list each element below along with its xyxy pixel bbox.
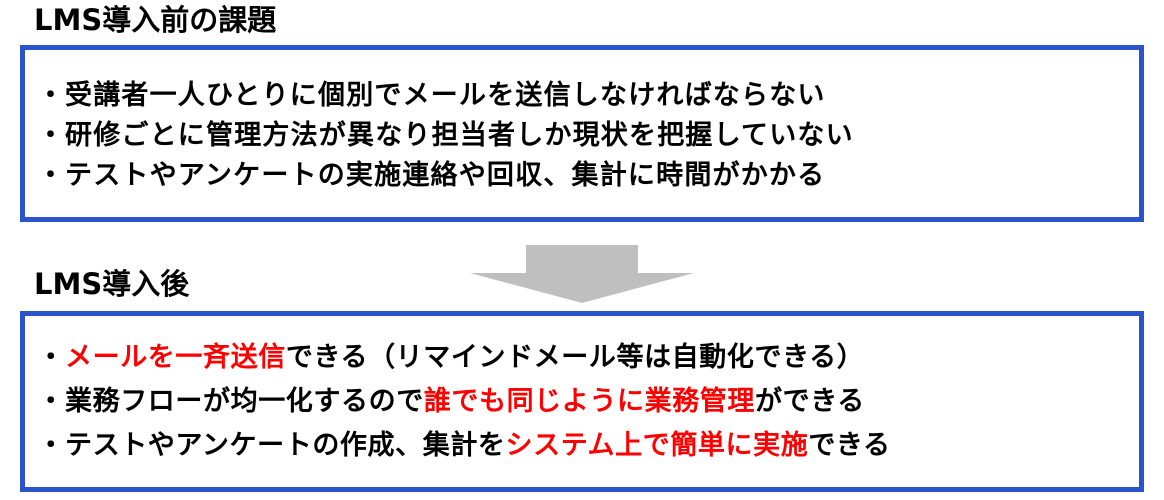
bullet-icon: ・ bbox=[37, 160, 66, 191]
down-arrow-icon bbox=[470, 245, 694, 303]
issues-list: ・受講者一人ひとりに個別でメールを送信しなければならない ・研修ごとに管理方法が… bbox=[37, 76, 854, 196]
item-text: 受講者一人ひとりに個別でメールを送信しなければならない bbox=[65, 80, 826, 111]
item-text-highlight: 誰でも同じように業務管理 bbox=[423, 386, 756, 417]
list-item: ・メールを一斉送信できる（リマインドメール等は自動化できる） bbox=[37, 336, 891, 380]
list-item: ・受講者一人ひとりに個別でメールを送信しなければならない bbox=[37, 76, 854, 116]
item-text-post: ができる bbox=[755, 386, 865, 417]
section-title-after: LMS導入後 bbox=[34, 267, 190, 301]
item-text-pre: テストやアンケートの作成、集計を bbox=[65, 430, 506, 461]
bullet-icon: ・ bbox=[37, 120, 66, 151]
item-text-pre: 業務フローが均一化するので bbox=[65, 386, 424, 417]
item-text-post: できる（リマインドメール等は自動化できる） bbox=[285, 342, 865, 373]
item-text-highlight: メールを一斉送信 bbox=[65, 342, 286, 373]
item-text: テストやアンケートの実施連絡や回収、集計に時間がかかる bbox=[65, 160, 826, 191]
item-text: 研修ごとに管理方法が異なり担当者しか現状を把握していない bbox=[65, 120, 854, 151]
bullet-icon: ・ bbox=[37, 386, 65, 417]
bullet-icon: ・ bbox=[37, 80, 66, 111]
bullet-icon: ・ bbox=[37, 342, 65, 373]
bullet-icon: ・ bbox=[37, 430, 65, 461]
section-title-before: LMS導入前の課題 bbox=[34, 3, 277, 37]
benefits-box: ・メールを一斉送信できる（リマインドメール等は自動化できる） ・業務フローが均一… bbox=[20, 311, 1144, 492]
issues-box: ・受講者一人ひとりに個別でメールを送信しなければならない ・研修ごとに管理方法が… bbox=[20, 45, 1144, 222]
benefits-list: ・メールを一斉送信できる（リマインドメール等は自動化できる） ・業務フローが均一… bbox=[37, 336, 891, 468]
list-item: ・テストやアンケートの作成、集計をシステム上で簡単に実施できる bbox=[37, 424, 891, 468]
item-text-highlight: システム上で簡単に実施 bbox=[505, 430, 809, 461]
item-text-post: できる bbox=[808, 430, 891, 461]
list-item: ・研修ごとに管理方法が異なり担当者しか現状を把握していない bbox=[37, 116, 854, 156]
list-item: ・テストやアンケートの実施連絡や回収、集計に時間がかかる bbox=[37, 156, 854, 196]
list-item: ・業務フローが均一化するので誰でも同じように業務管理ができる bbox=[37, 380, 891, 424]
